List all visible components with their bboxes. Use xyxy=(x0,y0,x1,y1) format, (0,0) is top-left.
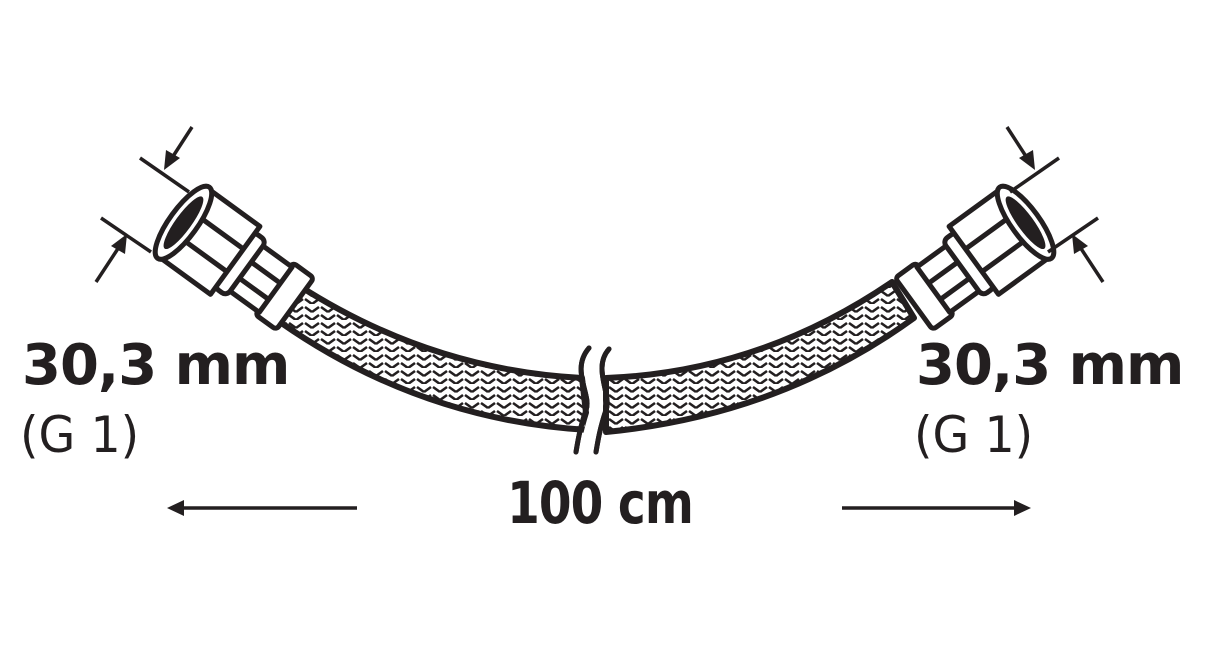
right-thread-label: (G 1) xyxy=(914,406,1034,464)
length-label: 100 cm xyxy=(507,469,694,537)
hose-right-segment xyxy=(603,279,917,435)
right-fitting-icon xyxy=(894,183,1057,331)
right-diameter-dimension xyxy=(1005,126,1105,283)
break-gap xyxy=(580,350,605,450)
left-diameter-label: 30,3 mm xyxy=(22,333,290,398)
right-diameter-label: 30,3 mm xyxy=(916,333,1184,398)
left-fitting-icon xyxy=(152,183,315,331)
left-diameter-dimension xyxy=(94,126,194,283)
length-arrow-left-icon xyxy=(167,500,357,516)
length-arrow-right-icon xyxy=(842,500,1031,516)
hose-left-segment xyxy=(277,282,591,433)
left-thread-label: (G 1) xyxy=(20,406,140,464)
